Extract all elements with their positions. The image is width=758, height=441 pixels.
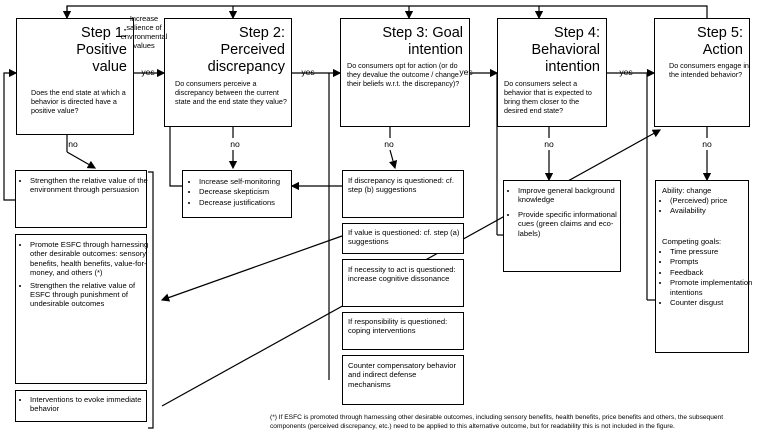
yes-label-2: yes [301,67,315,77]
arrow-value-to-step1 [160,235,343,302]
step4-question: Do consumers select a behavior that is e… [504,79,592,115]
step2-title: Step 2: Perceived discrepancy [207,25,285,75]
step3-necessity-box: If necessity to act is questioned: incre… [342,259,464,307]
no-label-2: no [230,139,240,149]
step5-goals-item-4: Counter disgust [670,298,756,307]
step1-promote-item: Promote ESFC through harnessing other de… [30,240,154,278]
footnote: (*) If ESFC is promoted through harnessi… [270,414,724,430]
step3-responsibility-text: If responsibility is questioned: coping … [348,317,448,336]
yes-label-1: yes [141,67,155,77]
step5-goals-item-0: Time pressure [670,247,756,256]
feedback-step1 [3,68,18,201]
step3-responsibility-box: If responsibility is questioned: coping … [342,312,464,350]
step1-persuasion-item: Strengthen the relative value of the env… [30,176,154,195]
step3-title: Step 3: Goal intention [382,25,463,58]
step5-goals-heading: Competing goals: [662,237,722,246]
no-arrow-3 [389,149,398,170]
step3-necessity-text: If necessity to act is questioned: incre… [348,265,456,284]
step3-value-box: If value is questioned: cf. step (a) sug… [342,223,464,254]
step3-discrepancy-text: If discrepancy is questioned: cf. step (… [348,176,454,195]
step5-box: Step 5: Action Do consumers engage in th… [654,18,750,127]
step3-value-text: If value is questioned: cf. step (a) sug… [348,228,460,247]
step1-persuasion-box: Strengthen the relative value of the env… [15,170,148,228]
step4-item-0: Improve general background knowledge [518,186,628,205]
step2-interventions-box: Increase self-monitoring Decrease skepti… [182,170,292,218]
step1-immediate-box: Interventions to evoke immediate behavio… [15,390,147,422]
no-arrow-1 [66,151,97,169]
step1-bracket [148,171,154,429]
step3-box: Step 3: Goal intention Do consumers opt … [340,18,470,127]
step2-item-2: Decrease justifications [199,198,303,207]
step5-goals-item-1: Prompts [670,257,756,266]
step3-counter-text: Counter compensatory behavior and indire… [348,361,457,389]
salience-label: Increase salience of environmental value… [120,14,168,50]
step2-item-1: Decrease skepticism [199,187,303,196]
step4-item-1: Provide specific informational cues (gre… [518,210,628,238]
step5-title: Step 5: Action [697,25,743,58]
step4-interventions-box: Improve general background knowledge Pro… [503,180,621,272]
step2-item-0: Increase self-monitoring [199,177,303,186]
step1-promote-box: Promote ESFC through harnessing other de… [15,234,148,384]
step3-discrepancy-box: If discrepancy is questioned: cf. step (… [342,170,464,218]
no-label-5: no [702,139,712,149]
step1-immediate-item: Interventions to evoke immediate behavio… [30,395,154,414]
step5-interventions-box: Ability: change (Perceived) price Availa… [655,180,752,353]
step3-counter-box: Counter compensatory behavior and indire… [342,355,464,405]
step5-goals-item-3: Promote implementation intentions [670,278,756,297]
step5-ability-item-1: Availability [670,206,756,215]
yes-label-3: yes [459,67,473,77]
step3-question: Do consumers opt for action (or do they … [347,61,460,88]
step1-punish-item: Strengthen the relative value of ESFC th… [30,281,154,309]
step5-ability-heading: Ability: change [662,186,712,195]
step4-box: Step 4: Behavioral intention Do consumer… [497,18,607,127]
step1-question: Does the end state at which a behavior i… [31,88,126,115]
step1-title: Step 1: Positive value [76,25,127,75]
yes-label-4: yes [619,67,633,77]
step2-box: Step 2: Perceived discrepancy Do consume… [164,18,292,127]
step1-box: Step 1: Positive value Does the end stat… [16,18,134,135]
step5-question: Do consumers engage in the intended beha… [669,61,749,79]
step5-ability-item-0: (Perceived) price [670,196,756,205]
no-label-4: no [544,139,554,149]
step2-question: Do consumers perceive a discrepancy betw… [175,79,287,106]
no-label-3: no [384,139,394,149]
step5-goals-item-2: Feedback [670,268,756,277]
no-label-1: no [68,139,78,149]
step4-title: Step 4: Behavioral intention [531,25,600,75]
